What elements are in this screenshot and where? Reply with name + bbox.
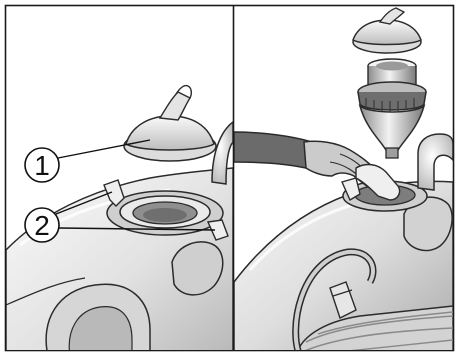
right-panel	[234, 8, 453, 356]
callout-1-label: 1	[34, 150, 50, 181]
lid-dome	[126, 116, 214, 150]
filling-neck-inner	[143, 208, 187, 222]
funnel-ring	[358, 92, 426, 110]
lid-handle	[160, 92, 190, 120]
funnel-spout	[386, 148, 398, 158]
sleeve	[234, 132, 312, 168]
filter-inner	[376, 62, 408, 71]
left-panel: 1 2	[6, 85, 233, 356]
callout-2-label: 2	[34, 210, 50, 241]
funnel-cone	[360, 106, 424, 150]
